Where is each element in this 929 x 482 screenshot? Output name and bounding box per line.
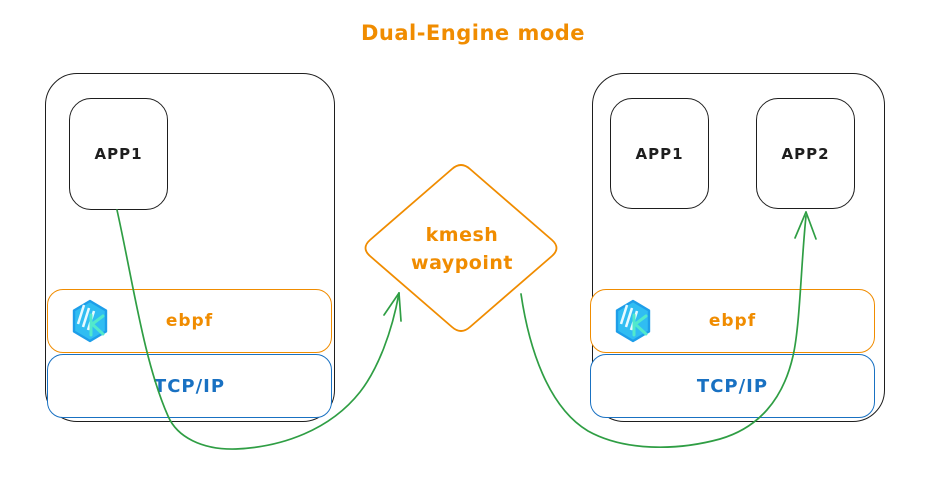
ebpf-layer-right: ebpf bbox=[590, 289, 875, 353]
diagram-title: Dual-Engine mode bbox=[360, 21, 586, 45]
app-box-right-app2: APP2 bbox=[756, 98, 855, 209]
waypoint-label: kmesh waypoint bbox=[361, 221, 563, 277]
tcpip-label: TCP/IP bbox=[696, 375, 769, 397]
waypoint-label-line2: waypoint bbox=[411, 252, 513, 274]
ebpf-label: ebpf bbox=[708, 311, 757, 331]
app-label: APP1 bbox=[635, 144, 684, 163]
kmesh-logo-icon bbox=[615, 299, 651, 343]
tcpip-label: TCP/IP bbox=[153, 375, 226, 397]
app-label: APP2 bbox=[781, 144, 830, 163]
app-box-left-app1: APP1 bbox=[69, 98, 168, 210]
app-label: APP1 bbox=[94, 145, 143, 163]
tcpip-layer-left: TCP/IP bbox=[47, 354, 332, 418]
ebpf-label: ebpf bbox=[165, 311, 214, 331]
waypoint-label-line1: kmesh bbox=[425, 224, 499, 246]
app-box-right-app1: APP1 bbox=[610, 98, 709, 209]
kmesh-logo-icon bbox=[72, 299, 108, 343]
ebpf-layer-left: ebpf bbox=[47, 289, 332, 353]
tcpip-layer-right: TCP/IP bbox=[590, 354, 875, 418]
